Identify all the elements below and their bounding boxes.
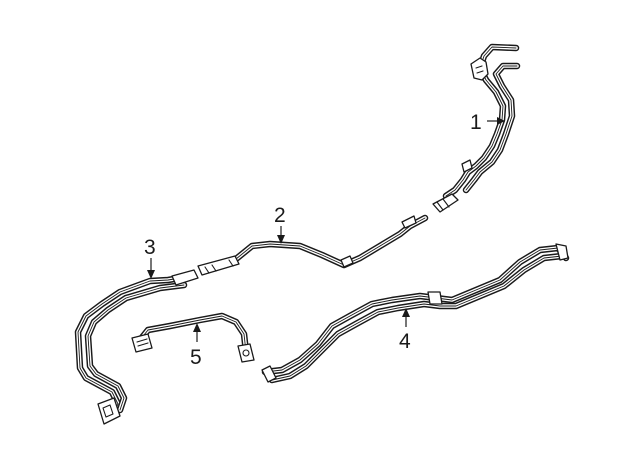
- part-5-hose: [131, 312, 255, 363]
- part-4-line: [261, 243, 570, 384]
- part-3-line: [74, 269, 199, 425]
- callout-3: 3: [144, 236, 156, 279]
- callout-5: 5: [190, 323, 202, 369]
- part-2-line: [197, 214, 429, 276]
- callout-label-1: 1: [470, 111, 482, 134]
- callout-4: 4: [399, 308, 411, 353]
- callout-label-4: 4: [399, 330, 411, 353]
- callout-label-3: 3: [144, 236, 156, 259]
- callout-1: 1: [470, 111, 505, 134]
- callout-label-2: 2: [274, 204, 286, 227]
- part-1-line: [432, 43, 521, 213]
- callout-label-5: 5: [190, 346, 202, 369]
- callout-2: 2: [274, 204, 286, 244]
